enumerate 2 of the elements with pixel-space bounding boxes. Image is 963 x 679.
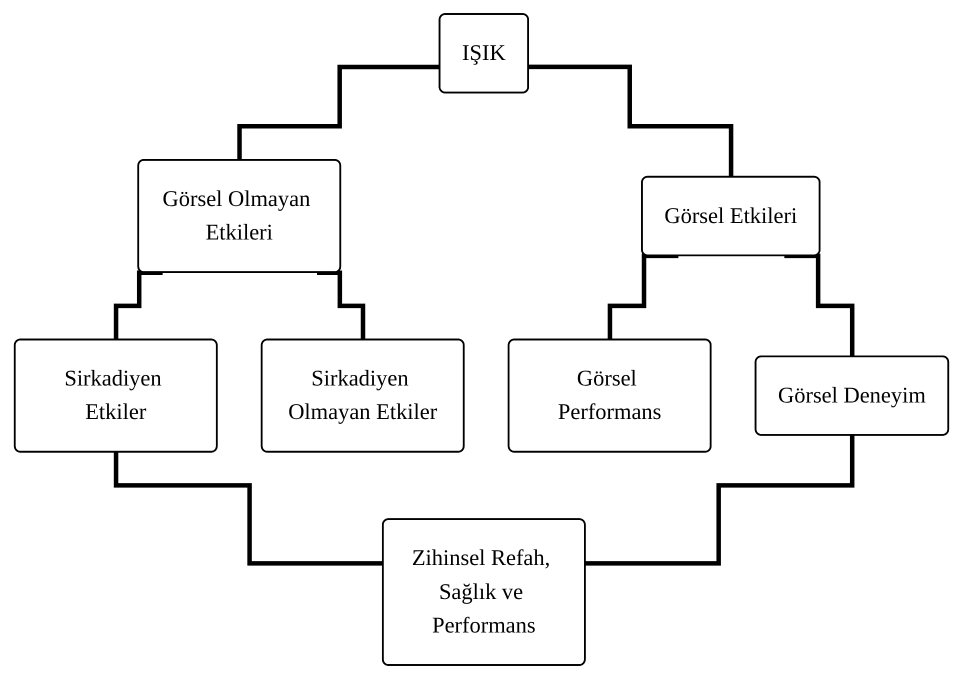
connector — [585, 433, 855, 566]
connector — [114, 450, 384, 566]
